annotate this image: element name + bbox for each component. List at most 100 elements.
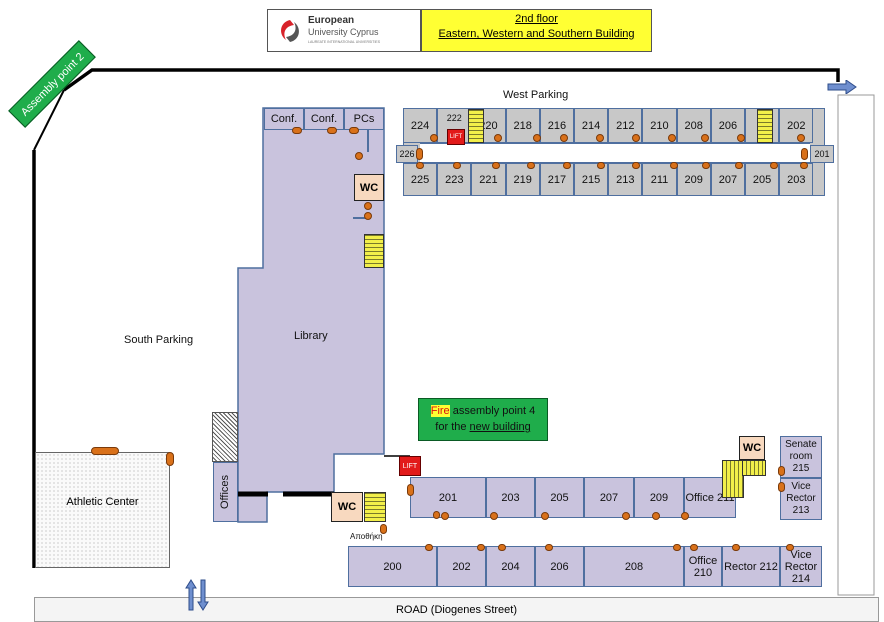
logo-box: European University Cyprus LAUREATE INTE…	[267, 9, 421, 52]
door-marker	[355, 152, 363, 160]
west-room-203: 203	[779, 163, 814, 196]
south-room-vice-rector-214: Vice Rector 214	[780, 546, 822, 587]
door-marker	[632, 134, 640, 142]
athletic-center: Athletic Center	[35, 452, 170, 568]
door-marker	[732, 544, 740, 551]
door-marker	[477, 544, 485, 551]
door-marker	[433, 511, 440, 519]
library-stairs	[364, 234, 384, 268]
door-marker	[735, 162, 743, 169]
road-label: ROAD (Diogenes Street)	[395, 604, 518, 616]
door-marker	[596, 134, 604, 142]
library-label: Library	[294, 330, 328, 342]
west-room-216: 216	[539, 108, 574, 143]
athletic-side-door	[166, 452, 174, 466]
door-marker	[425, 544, 433, 551]
new-building-link: new building	[469, 421, 531, 433]
east-room-vice-rector-213: Vice Rector 213	[780, 478, 822, 520]
door-marker	[453, 162, 461, 169]
south-room-205: 205	[535, 477, 584, 518]
fire-assembly-point-4: Fire assembly point 4 for the new buildi…	[418, 398, 548, 441]
south-parking-label: South Parking	[124, 334, 194, 346]
door-marker	[527, 162, 535, 169]
door-marker	[494, 134, 502, 142]
door-marker	[364, 202, 372, 210]
south-room-204: 204	[486, 546, 535, 587]
door-marker	[778, 466, 785, 476]
door-marker	[737, 134, 745, 142]
door-marker	[498, 544, 506, 551]
library-wc: WC	[354, 174, 384, 201]
hatched-storage	[212, 412, 238, 462]
door-marker	[541, 512, 549, 520]
door-marker	[597, 162, 605, 169]
entrance-arrows-icon	[185, 579, 209, 611]
logo-line1: European	[308, 15, 355, 26]
door-marker	[441, 512, 449, 520]
logo-line3: LAUREATE INTERNATIONAL UNIVERSITIES	[308, 40, 381, 44]
west-room-219: 219	[505, 163, 540, 196]
exit-arrow-icon	[827, 80, 857, 94]
south-room-208: 208	[584, 546, 684, 587]
offices-room: Offices	[213, 462, 238, 522]
door-marker	[364, 212, 372, 220]
door-marker	[327, 127, 337, 134]
athletic-door	[91, 447, 119, 455]
door-marker	[292, 127, 302, 134]
door-marker	[797, 134, 805, 142]
storage-label: Αποθήκη	[350, 532, 383, 541]
west-lift: LIFT	[447, 129, 465, 145]
west-room-209: 209	[676, 163, 711, 196]
door-marker	[690, 544, 698, 551]
east-wc: WC	[739, 436, 765, 460]
header-title-box: 2nd floor Eastern, Western and Southern …	[421, 9, 652, 52]
university-logo-icon	[281, 20, 299, 42]
door-marker	[349, 127, 359, 134]
east-stairs-2	[742, 460, 766, 476]
door-marker	[770, 162, 778, 169]
west-room-226: 226	[396, 145, 418, 163]
door-marker	[533, 134, 541, 142]
door-marker	[545, 544, 553, 551]
door-marker	[563, 162, 571, 169]
west-room-202: 202	[779, 108, 814, 143]
south-stairs	[364, 492, 386, 522]
door-marker	[622, 512, 630, 520]
library-conf-room-2: Conf.	[304, 108, 344, 130]
west-room-213: 213	[608, 163, 643, 196]
athletic-center-label: Athletic Center	[66, 496, 139, 508]
door-marker	[670, 162, 678, 169]
south-lift: LIFT	[399, 456, 421, 476]
fire-word: Fire	[430, 405, 450, 417]
library-pcs-room: PCs	[344, 108, 384, 130]
library-conf-room-1: Conf.	[264, 108, 304, 130]
door-marker	[800, 162, 808, 169]
south-room-201: 201	[410, 477, 486, 518]
door-marker	[560, 134, 568, 142]
door-marker	[407, 484, 414, 496]
door-marker	[673, 544, 681, 551]
south-room-209: 209	[634, 477, 684, 518]
south-corridor	[385, 518, 780, 546]
building-title: Eastern, Western and Southern Building	[438, 28, 635, 40]
east-room-senate: Senate room 215	[780, 436, 822, 478]
door-marker	[702, 162, 710, 169]
south-room-office-210: Office 210	[684, 546, 722, 587]
west-room-211: 211	[642, 163, 677, 196]
logo-line2: University Cyprus	[308, 27, 379, 37]
door-marker	[492, 162, 500, 169]
door-marker	[652, 512, 660, 520]
door-marker	[430, 134, 438, 142]
west-room-221: 221	[471, 163, 506, 196]
west-corridor	[420, 143, 810, 163]
south-room-202: 202	[437, 546, 486, 587]
door-marker	[801, 148, 808, 160]
door-marker	[786, 544, 794, 551]
door-marker	[632, 162, 640, 169]
door-marker	[778, 482, 785, 492]
door-marker	[681, 512, 689, 520]
west-stairs-left	[468, 109, 484, 143]
south-room-206: 206	[535, 546, 584, 587]
